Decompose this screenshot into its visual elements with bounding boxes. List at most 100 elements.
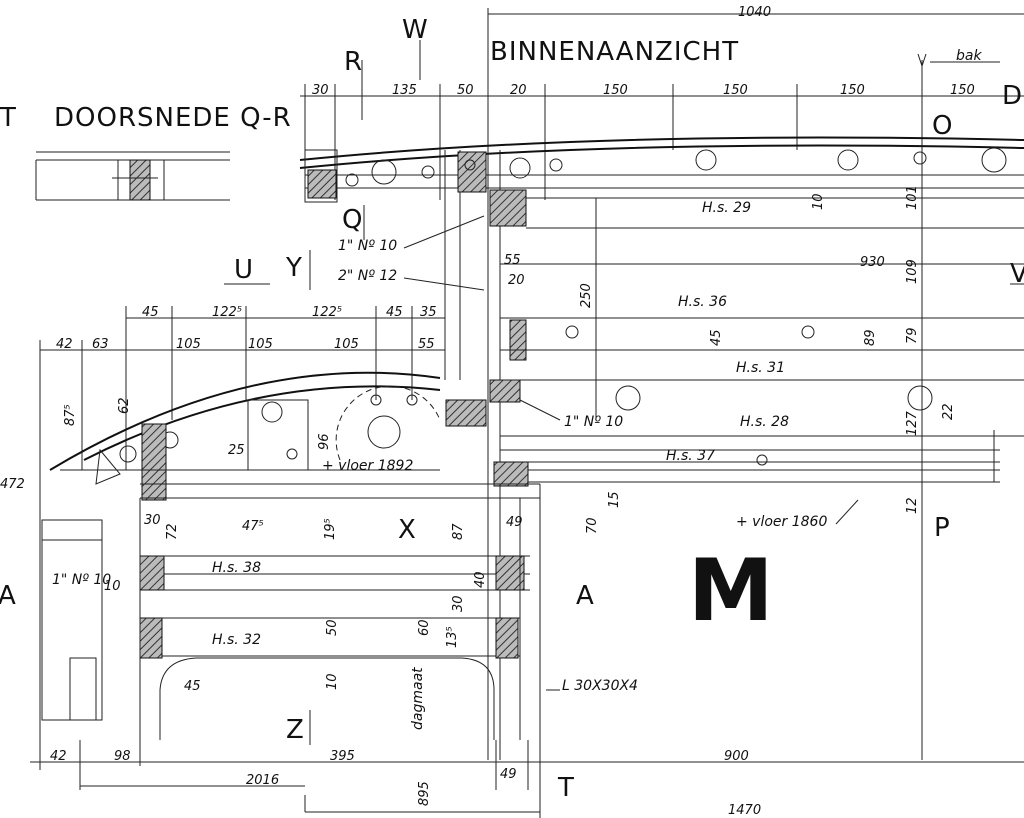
hs36-label: H.s. 36 xyxy=(678,294,727,310)
dim-top-5: 150 xyxy=(603,83,628,98)
dim-top-4: 20 xyxy=(510,83,527,98)
section-letter-w: W xyxy=(402,15,428,45)
dim-96: 96 xyxy=(317,433,332,450)
section-letter-v: V xyxy=(1010,259,1024,289)
screw-callout-3: 1" Nº 10 xyxy=(564,414,623,430)
dim-row3-6: 55 xyxy=(418,337,435,352)
dim-bottom-42: 42 xyxy=(50,749,67,764)
doorsnede-heading: DOORSNEDE Q-R xyxy=(54,103,292,133)
dim-47-5: 47⁵ xyxy=(242,519,264,534)
dim-15: 15 xyxy=(607,491,622,508)
dim-10-right: 10 xyxy=(811,193,826,210)
dim-472: 472 xyxy=(0,477,25,492)
beams xyxy=(500,197,1024,483)
dim-12: 12 xyxy=(905,497,920,514)
vloer-1892-label: + vloer 1892 xyxy=(322,458,413,474)
screw-callout-2: 2" Nº 12 xyxy=(338,268,397,284)
mid-dimension-values: 45 122⁵ 122⁵ 45 35 42 63 105 105 105 55 xyxy=(56,305,437,352)
section-letter-q: Q xyxy=(342,205,362,235)
dim-top-6: 150 xyxy=(723,83,748,98)
dim-20: 20 xyxy=(508,273,525,288)
dim-101: 101 xyxy=(905,185,920,210)
dim-87-5: 87⁵ xyxy=(63,404,78,426)
dim-89: 89 xyxy=(863,329,878,346)
dim-mid-3: 122⁵ xyxy=(312,305,342,320)
right-dimensions: 930 101 109 79 127 22 89 45 10 12 250 55… xyxy=(504,185,956,514)
dim-895: 895 xyxy=(417,781,432,806)
dim-19-5: 19⁵ xyxy=(323,518,338,540)
mid-dimension-lines xyxy=(39,306,445,770)
top-rail xyxy=(299,136,1024,760)
dim-25: 25 xyxy=(228,443,245,458)
dim-55: 55 xyxy=(504,253,521,268)
dim-row3-5: 105 xyxy=(334,337,359,352)
hs37-label: H.s. 37 xyxy=(666,448,715,464)
section-letter-u: U xyxy=(234,255,253,285)
angle-iron-label: L 30X30X4 xyxy=(562,678,638,694)
dim-top-8: 150 xyxy=(950,83,975,98)
curved-roof xyxy=(49,371,529,501)
dim-30-a: 30 xyxy=(144,513,161,528)
section-letter-r: R xyxy=(344,47,362,77)
dim-13-5: 13⁵ xyxy=(445,626,460,648)
right-cut-heading: DO xyxy=(1002,81,1024,111)
dagmaat-label: dagmaat xyxy=(410,667,426,730)
hs38-label: H.s. 38 xyxy=(212,560,261,576)
bottom-dimension-lines xyxy=(30,740,1024,790)
dim-top-7: 150 xyxy=(840,83,865,98)
dim-62: 62 xyxy=(117,397,132,414)
binnenaanzicht-heading: BINNENAANZICHT xyxy=(490,37,739,67)
lower-dimension-values: 30 72 47⁵ 19⁵ 87 49 70 30 40 50 60 13⁵ 1… xyxy=(104,513,600,694)
section-letter-a-left: A xyxy=(0,581,16,611)
dim-top-1: 30 xyxy=(312,83,329,98)
dim-87: 87 xyxy=(451,523,466,540)
section-letter-p: P xyxy=(934,513,950,543)
dim-row3-1: 42 xyxy=(56,337,73,352)
hs29-label: H.s. 29 xyxy=(702,200,751,216)
dim-row3-4: 105 xyxy=(248,337,273,352)
dim-top-2: 135 xyxy=(392,83,417,98)
dim-930: 930 xyxy=(860,255,885,270)
dim-mid-2: 122⁵ xyxy=(212,305,242,320)
top-dimension-lines xyxy=(300,8,1024,760)
dim-70: 70 xyxy=(585,517,600,534)
screw-heads xyxy=(345,147,1007,466)
dim-900: 900 xyxy=(724,749,749,764)
bottom-dimension-values: 42 98 395 49 900 2016 895 1470 xyxy=(50,749,761,818)
big-letter-m: M xyxy=(688,541,774,641)
hs31-label: H.s. 31 xyxy=(736,360,785,376)
vloer-1860-label: + vloer 1860 xyxy=(736,514,827,530)
screw-callout-4: 1" Nº 10 xyxy=(52,572,111,588)
dim-mid-5: 35 xyxy=(420,305,437,320)
dim-50: 50 xyxy=(325,619,340,636)
dim-60: 60 xyxy=(417,619,432,636)
dim-49-a: 49 xyxy=(506,515,523,530)
dim-22: 22 xyxy=(941,403,956,420)
dim-45-right: 45 xyxy=(709,329,724,346)
dim-row3-3: 105 xyxy=(176,337,201,352)
section-letter-y: Y xyxy=(285,253,302,283)
dim-40: 40 xyxy=(473,571,488,588)
bak-label: bak xyxy=(956,48,982,64)
dim-10-low: 10 xyxy=(325,673,340,690)
dim-bottom-395: 395 xyxy=(330,749,355,764)
lower-frame xyxy=(41,483,541,818)
dim-mid-4: 45 xyxy=(386,305,403,320)
screw-callout-1: 1" Nº 10 xyxy=(338,238,397,254)
dim-1470: 1470 xyxy=(728,803,761,818)
top-dimension-values: 30 135 50 20 150 150 150 150 xyxy=(312,83,975,98)
dim-109: 109 xyxy=(905,259,920,284)
dim-72: 72 xyxy=(165,523,180,540)
dim-bottom-98: 98 xyxy=(114,749,131,764)
doorsnede-detail xyxy=(35,151,230,201)
left-cut-letter: T xyxy=(0,103,17,133)
hs28-label: H.s. 28 xyxy=(740,414,789,430)
section-letter-t: T xyxy=(557,773,574,803)
dim-10-left: 10 xyxy=(104,579,121,594)
dim-row3-2: 63 xyxy=(92,337,109,352)
dim-127: 127 xyxy=(905,410,920,436)
dim-250: 250 xyxy=(579,283,594,308)
dim-mid-1: 45 xyxy=(142,305,159,320)
bak-arrow xyxy=(917,53,1000,68)
